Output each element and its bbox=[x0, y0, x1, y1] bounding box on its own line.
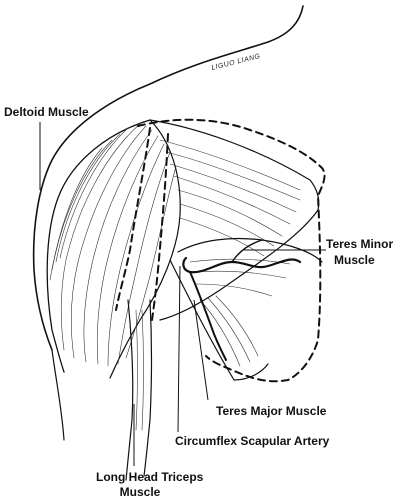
incision-inner-right bbox=[151, 133, 169, 321]
arm-outline bbox=[51, 349, 65, 441]
deltoid-posterior-border bbox=[109, 119, 181, 379]
label-long-head-triceps-line2: Muscle bbox=[120, 485, 161, 499]
label-teres-minor-line1: Teres Minor bbox=[326, 237, 393, 251]
triceps-fibers bbox=[135, 309, 144, 431]
artist-signature: LIGUO LIANG bbox=[211, 53, 261, 72]
label-circumflex-scapular-artery: Circumflex Scapular Artery bbox=[175, 434, 330, 448]
label-teres-minor-line2: Muscle bbox=[334, 253, 375, 267]
infraspinatus-outline bbox=[149, 119, 320, 321]
teres-fibers bbox=[189, 258, 291, 367]
body-outline bbox=[32, 5, 304, 351]
leader-teres-major bbox=[193, 299, 209, 401]
triceps-outline-right bbox=[143, 299, 153, 477]
label-teres-major-muscle: Teres Major Muscle bbox=[216, 404, 327, 418]
triceps-outline-left bbox=[125, 299, 134, 481]
label-deltoid-muscle: Deltoid Muscle bbox=[4, 105, 89, 119]
incision-outline bbox=[137, 118, 326, 383]
scapular-muscle-fibers bbox=[159, 139, 301, 257]
artery-branch-descending bbox=[189, 271, 227, 361]
teres-major-outline bbox=[169, 259, 269, 381]
deltoid-fibers bbox=[49, 123, 177, 367]
label-long-head-triceps-line1: Long Head Triceps bbox=[96, 470, 204, 484]
circumflex-artery bbox=[182, 256, 302, 274]
leader-circumflex bbox=[177, 265, 181, 433]
incision-inner-left bbox=[115, 127, 151, 311]
artery-branch-small bbox=[231, 239, 263, 263]
deltoid-outline bbox=[46, 119, 151, 373]
